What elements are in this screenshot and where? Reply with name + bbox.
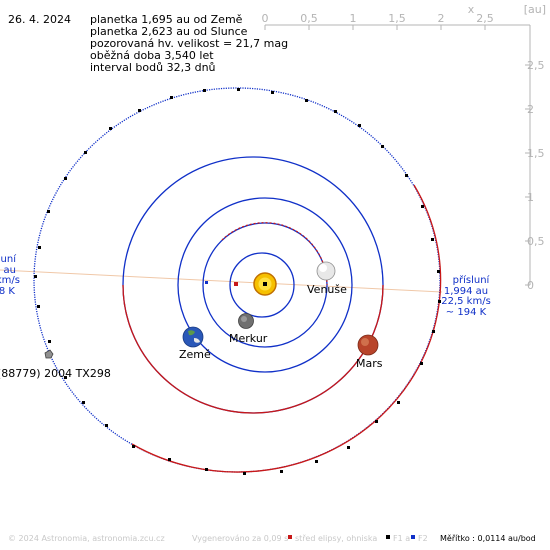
ellipse-center-marker [234,282,238,286]
earth-label: Země [179,348,211,361]
asteroid-label: (88779) 2004 TX298 [0,367,111,380]
mercury-orbit [229,252,295,318]
generated-time: Vygenerováno za 0,09 s [192,534,288,543]
unit-label: [au] [524,3,546,16]
legend-center-label: střed elipsy, ohniska [295,534,377,543]
asteroid-icon [44,349,54,359]
aphelion-label: odsluní 2 au km/s 88 K [0,253,20,297]
legend-f2-label: F2 [418,534,428,543]
mars-label: Mars [356,357,383,370]
x-tick-label: 0 [262,12,269,25]
footer: © 2024 Astronomia, astronomia.zcu.cz Vyg… [8,534,536,543]
info-line: planetka 2,623 au od Slunce [90,25,248,38]
x-axis-label: x [468,3,475,16]
mars-icon [357,334,379,356]
earth-orbit [177,197,353,373]
x-tick-label: 1 [350,12,357,25]
legend-center-marker [288,535,292,539]
perihelion-line: 1,994 au [444,286,488,297]
venus-orbit-red [221,222,328,286]
x-tick-label: 2,5 [476,12,494,25]
asteroid-orbit-south [131,184,442,473]
y-tick-label: 1,5 [527,147,545,160]
y-tick-label: 1 [527,191,534,204]
date-label: 26. 4. 2024 [8,13,71,26]
perihelion-line: 22,5 km/s [441,296,491,307]
scale-label: Měřítko : 0,0114 au/bod [440,534,536,543]
legend-f2-marker [411,535,415,539]
top-axis: 0 0,5 1 1,5 2 2,5 x [au] [262,3,546,30]
focus-f2-marker [205,281,208,284]
venus-label: Venuše [307,283,347,296]
x-tick-label: 2 [438,12,445,25]
legend-f1-marker [386,535,390,539]
y-tick-label: 0 [527,279,534,292]
orbits [33,87,442,473]
y-tick-label: 0,5 [527,235,545,248]
apsides-line [0,269,443,293]
info-line: oběžná doba 3,540 let [90,49,214,62]
aphelion-line: km/s [0,275,20,286]
right-axis: 2,5 2 1,5 1 0,5 0 [525,25,545,292]
perihelion-line: ~ 194 K [446,307,487,318]
info-line: interval bodů 32,3 dnů [90,61,216,74]
legend-f1-label: F1 a [393,534,410,543]
x-tick-label: 1,5 [388,12,406,25]
info-line: planetka 1,695 au od Země [90,13,243,26]
mercury-icon [238,313,254,329]
perihelion-line: přísluní [453,274,491,286]
mars-orbit-south [122,284,384,414]
earth-icon [182,326,204,348]
mercury-label: Merkur [229,332,268,345]
info-line: pozorovaná hv. velikost = 21,7 mag [90,37,289,50]
aphelion-line: odsluní [0,253,17,265]
copyright: © 2024 Astronomia, astronomia.zcu.cz [8,534,165,543]
asteroid-position-dots [34,88,441,475]
venus-icon [316,261,336,281]
asteroid-orbit [33,87,441,473]
x-tick-label: 0,5 [300,12,318,25]
y-tick-label: 2,5 [527,59,545,72]
perihelion-label: přísluní 1,994 au 22,5 km/s ~ 194 K [441,274,491,318]
aphelion-line: 88 K [0,286,15,297]
y-tick-label: 2 [527,103,534,116]
sun-icon [253,272,277,296]
aphelion-line: 2 au [0,265,16,276]
